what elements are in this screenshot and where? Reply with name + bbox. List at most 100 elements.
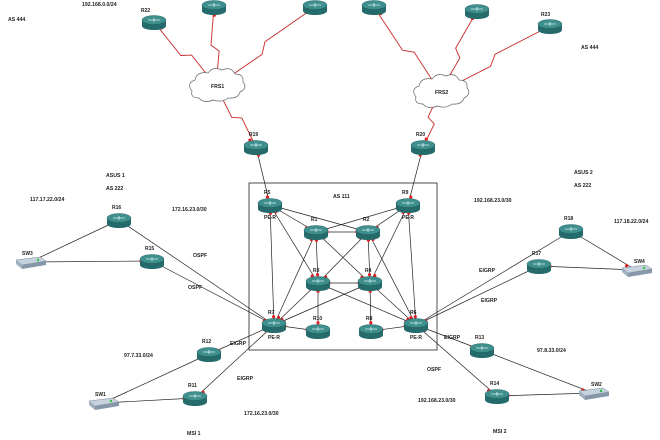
router-r16[interactable]: R16 <box>106 205 132 228</box>
serial-link-line <box>439 25 551 93</box>
router-arrows-icon <box>268 321 280 325</box>
router-arrows-icon <box>365 327 377 331</box>
router-rtop4[interactable] <box>464 4 490 20</box>
router-r2[interactable]: R2 <box>355 217 381 240</box>
ethernet-link-line <box>273 231 317 326</box>
router-r3[interactable]: R3 <box>305 268 331 291</box>
annotation-eigrp-r13: EIGRP <box>444 335 461 341</box>
switch-port-led <box>109 399 113 403</box>
router-rtop2[interactable] <box>302 0 328 16</box>
router-r20[interactable]: R20 <box>410 132 436 155</box>
switch-label: SW3 <box>22 251 33 257</box>
router-r1[interactable]: R1 <box>303 217 329 240</box>
router-label: R14 <box>490 381 499 387</box>
frame-relay-cloud-frs1[interactable]: FRS1 <box>189 68 246 102</box>
switch-sw4[interactable]: SW4 <box>621 259 653 277</box>
router-r14[interactable]: R14 <box>484 381 510 404</box>
ethernet-link-line <box>317 282 417 326</box>
ethernet-link-line <box>367 231 417 326</box>
annotation-as222-left: AS 222 <box>106 186 123 192</box>
switch-sw1[interactable]: SW1 <box>88 392 120 410</box>
router-arrows-icon <box>491 392 503 396</box>
link-endpoint-dot <box>272 315 276 319</box>
router-label: R19 <box>249 132 258 138</box>
switch-front <box>585 392 609 400</box>
annotation-msi1: MSI 1 <box>187 431 201 437</box>
switch-label: SW1 <box>95 392 106 398</box>
router-r13[interactable]: R13 <box>469 335 495 358</box>
router-arrows-icon <box>565 227 577 231</box>
router-r8[interactable]: R8 <box>358 316 384 339</box>
ethernet-link-line <box>407 146 424 206</box>
router-r12[interactable]: R12 <box>196 339 222 362</box>
router-arrows-icon <box>410 321 422 325</box>
annotation-net-117-18: 117.18.22.0/24 <box>614 219 648 225</box>
router-arrows-icon <box>264 201 276 205</box>
router-arrows-icon <box>417 143 429 147</box>
ethernet-link-line <box>269 204 275 326</box>
router-arrows-icon <box>208 3 220 7</box>
router-r4[interactable]: R4 <box>357 268 383 291</box>
switch-side <box>89 401 95 410</box>
link-endpoint-dot <box>373 273 377 278</box>
router-arrows-icon <box>364 279 376 283</box>
annotation-msi2: MSI 2 <box>493 429 507 435</box>
router-label: R17 <box>532 251 541 257</box>
router-r18[interactable]: R18 <box>558 216 584 239</box>
router-label: R13 <box>475 335 484 341</box>
annotation-eigrp-r12: EIGRP <box>230 341 247 347</box>
annotation-as444-right: AS 444 <box>581 45 598 51</box>
router-r10[interactable]: R10 <box>305 316 331 339</box>
router-arrows-icon <box>148 18 160 22</box>
router-r17[interactable]: R17 <box>526 251 552 274</box>
router-r22[interactable]: R22 <box>141 8 167 30</box>
router-arrows-icon <box>471 7 483 11</box>
router-label: R23 <box>541 12 550 18</box>
switch-label: SW2 <box>591 382 602 388</box>
router-label: R22 <box>141 8 150 14</box>
switch-sw3[interactable]: SW3 <box>15 251 47 269</box>
switch-side <box>16 260 22 269</box>
router-r19[interactable]: R19 <box>243 132 269 155</box>
router-r15[interactable]: R15 <box>139 246 165 269</box>
annotation-net-172-16-23-bot: 172.16.23.0/30 <box>244 411 279 417</box>
link-endpoint-dot <box>315 273 320 277</box>
cloud-label: FRS1 <box>211 84 224 90</box>
ethernet-link-line <box>255 146 271 206</box>
serial-link-line <box>373 6 441 93</box>
router-rtop1[interactable] <box>201 0 227 16</box>
frame-relay-cloud-frs2[interactable]: FRS2 <box>413 74 470 108</box>
router-role-label: PE-R <box>264 215 276 221</box>
annotation-net-117-17: 117.17.22.0/24 <box>30 197 64 203</box>
router-arrows-icon <box>250 143 262 147</box>
router-arrows-icon <box>544 22 556 26</box>
router-r23[interactable]: R23 <box>537 12 563 34</box>
annotation-as444-left: AS 444 <box>8 17 25 23</box>
link-r2-r4 <box>366 231 372 284</box>
router-arrows-icon <box>189 394 201 398</box>
ethernet-link-line <box>496 392 594 397</box>
router-r11[interactable]: R11 <box>182 383 208 406</box>
router-rtop3[interactable] <box>361 0 387 16</box>
router-role-label: PE-R <box>268 335 280 341</box>
cloud-shape <box>413 74 470 108</box>
switch-front <box>628 269 652 277</box>
router-label: R6 <box>410 310 417 316</box>
ethernet-link-line <box>481 349 594 394</box>
ethernet-link-line <box>415 324 498 397</box>
ethernet-link-line <box>102 353 210 404</box>
as111-boundary-box <box>248 182 438 351</box>
annotation-ospf-r15: OSPF <box>188 285 202 291</box>
link-endpoint-dot <box>424 137 428 141</box>
router-arrows-icon <box>402 201 414 205</box>
annotation-ospf-r14: OSPF <box>427 367 441 373</box>
annotation-as222-right: AS 222 <box>574 183 591 189</box>
switch-sw2[interactable]: SW2 <box>578 382 610 400</box>
